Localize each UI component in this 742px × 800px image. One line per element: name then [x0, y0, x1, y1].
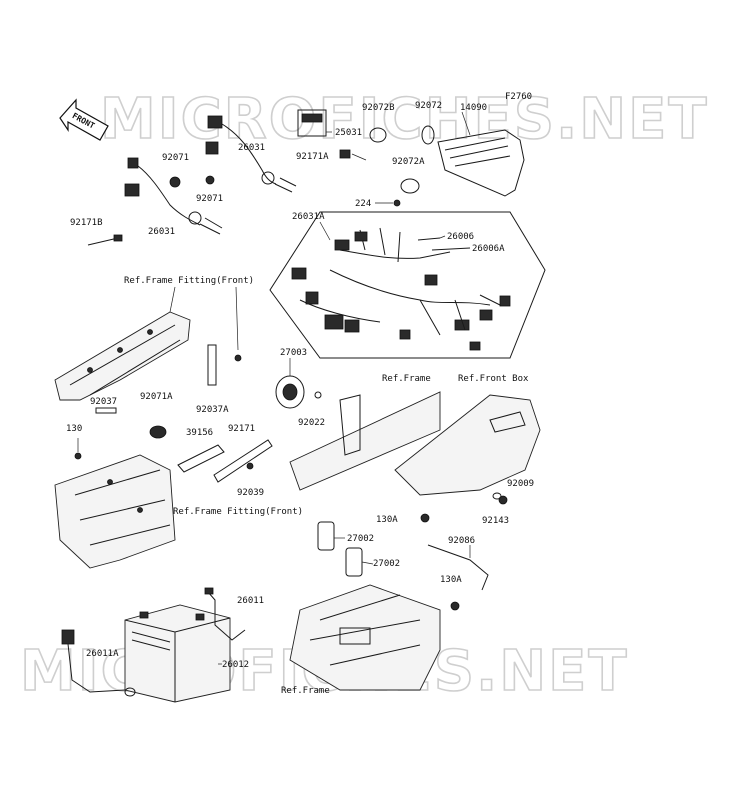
label-39156: 39156	[186, 428, 213, 438]
figure-code: F2760	[505, 92, 532, 102]
part-92072-clamp	[421, 125, 435, 145]
label-26031A: 26031A	[292, 212, 325, 222]
part-92071-grommet-top	[169, 176, 181, 188]
frame-middle	[289, 391, 441, 491]
part-92086-ground-lead	[427, 544, 489, 591]
label-92009: 92009	[507, 479, 534, 489]
part-26012-battery	[124, 604, 231, 703]
label-27002-a: 27002	[347, 534, 374, 544]
part-26006-lead	[417, 237, 441, 241]
part-26006A-lead	[431, 247, 471, 251]
label-25031: 25031	[335, 128, 362, 138]
label-92071-top: 92071	[162, 153, 189, 163]
ref-frame-fitting-front-bottom: Ref.Frame Fitting(Front)	[173, 507, 303, 517]
label-27003: 27003	[280, 348, 307, 358]
part-92072A-clamp	[400, 178, 420, 194]
part-92171-band	[213, 439, 273, 483]
label-92071A: 92071A	[140, 392, 173, 402]
label-26011A: 26011A	[86, 649, 119, 659]
label-26012: 26012	[222, 660, 249, 670]
label-92072: 92072	[415, 101, 442, 111]
part-92009-bolt	[498, 495, 508, 505]
part-92072B-clamp	[369, 127, 387, 143]
label-92071-mid: 92071	[196, 194, 223, 204]
label-92086: 92086	[448, 536, 475, 546]
harness-26031A-boundary	[269, 211, 546, 359]
label-130A-top: 130A	[376, 515, 398, 525]
part-26031-harness-top	[205, 115, 297, 193]
part-14090-cover	[437, 129, 525, 197]
part-27002-relay-b	[345, 547, 363, 577]
label-92072B: 92072B	[362, 103, 395, 113]
label-92143: 92143	[482, 516, 509, 526]
front-box	[394, 394, 541, 496]
part-92143-collar	[492, 492, 502, 500]
frame-bottom	[289, 584, 441, 691]
part-92171A-clamp	[339, 149, 367, 161]
watermark-top: MICROFICHES.NET	[100, 87, 709, 152]
label-92037: 92037	[90, 397, 117, 407]
part-92022-washer	[314, 391, 322, 399]
label-26031-mid: 26031	[148, 227, 175, 237]
part-26011A-battery-cable	[61, 629, 136, 697]
part-92037A-strap	[207, 344, 217, 386]
part-92037-strap	[95, 407, 117, 414]
ref-front-box: Ref.Front Box	[458, 374, 529, 384]
label-14090: 14090	[460, 103, 487, 113]
label-92171B: 92171B	[70, 218, 103, 228]
part-130A-bolt-bottom	[450, 601, 460, 611]
frame-fitting-front-bottom	[54, 454, 176, 569]
part-92071-grommet-mid	[205, 175, 215, 185]
label-26006A: 26006A	[472, 244, 505, 254]
part-27003-horn	[275, 375, 305, 409]
part-92071A-grommet	[149, 425, 167, 439]
ref-frame-bottom: Ref.Frame	[281, 686, 330, 696]
part-39156-pad	[177, 444, 225, 473]
part-130A-bolt-top	[420, 513, 430, 523]
part-26031-harness-mid	[124, 157, 223, 235]
ref-frame-fitting-front-top: Ref.Frame Fitting(Front)	[124, 276, 254, 286]
part-26011-battery-cable	[207, 591, 246, 641]
part-25031-relay	[297, 109, 332, 137]
front-arrow-icon: FRONT	[59, 98, 109, 141]
part-26031A-harness	[291, 227, 511, 351]
label-26031-top: 26031	[238, 143, 265, 153]
part-92171B-band	[87, 237, 119, 246]
label-92039: 92039	[237, 488, 264, 498]
part-224-bolt	[393, 199, 401, 207]
label-224: 224	[355, 199, 371, 209]
label-92037A: 92037A	[196, 405, 229, 415]
label-92171A: 92171A	[296, 152, 329, 162]
frame-fitting-front-top	[54, 311, 191, 401]
label-92072A: 92072A	[392, 157, 425, 167]
label-92171: 92171	[228, 424, 255, 434]
part-92039-clip	[246, 462, 254, 470]
ref-frame-middle: Ref.Frame	[382, 374, 431, 384]
label-130A-bottom: 130A	[440, 575, 462, 585]
label-26006: 26006	[447, 232, 474, 242]
label-130: 130	[66, 424, 82, 434]
label-92022: 92022	[298, 418, 325, 428]
part-130-bolt	[74, 452, 82, 460]
label-26011: 26011	[237, 596, 264, 606]
part-27002-relay-a	[317, 521, 335, 551]
label-27002-b: 27002	[373, 559, 400, 569]
